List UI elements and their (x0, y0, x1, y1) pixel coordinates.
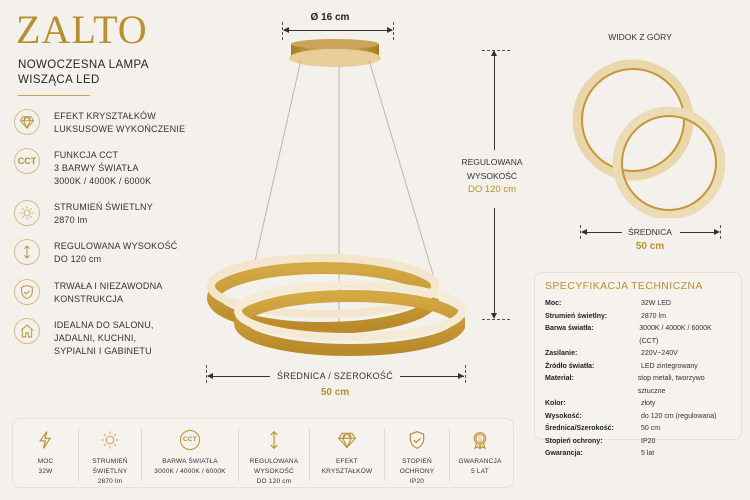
spec-panel: SPECYFIKACJA TECHNICZNA Moc:32W LED Stru… (534, 272, 742, 457)
shield-check-icon (14, 279, 40, 305)
cct-icon: CCT (142, 427, 238, 453)
spec-title: SPECYFIKACJA TECHNICZNA (545, 280, 703, 292)
bottom-item-height: REGULOWANA WYSOKOŚĆ DO 120 cm (239, 427, 309, 487)
height-value: DO 120 cm (467, 184, 517, 195)
height-dimension-line-bottom (494, 208, 495, 316)
bottom-item-luminous-flux: STRUMIEŃ ŚWIETLNY 2870 lm (79, 427, 141, 487)
dim-guide (580, 225, 581, 239)
spec-row: Moc:32W LED (545, 300, 671, 307)
dim-guide (465, 365, 466, 383)
height-label: REGULOWANA WYSOKOŚĆ DO 120 cm (452, 155, 532, 197)
spec-row: Źródło światła:LED zintegrowany (545, 362, 698, 370)
bottom-item-power: MOC 32W (13, 427, 78, 477)
canopy-dimension-line (284, 30, 392, 31)
top-width-line-right (680, 232, 718, 233)
dim-guide (720, 225, 721, 239)
brand-divider (18, 95, 90, 96)
subtitle-line-2: WISZĄCA LED (18, 74, 100, 86)
feature-luminous-flux: STRUMIEŃ ŚWIETLNY 2870 lm (14, 200, 153, 227)
divider (238, 429, 239, 481)
dim-guide (206, 365, 207, 383)
width-value: 50 cm (320, 387, 350, 398)
spec-row: Stopień ochrony:IP20 (545, 437, 656, 445)
canopy-diameter-label: Ø 16 cm (310, 12, 350, 23)
shield-check-icon (385, 427, 449, 453)
diamond-icon (310, 427, 384, 453)
subtitle-line-1: NOWOCZESNA LAMPA (18, 59, 149, 71)
bottom-item-light-color: CCT BARWA ŚWIATŁA 3000K / 4000K / 6000K (142, 427, 238, 477)
feature-crystal-effect: EFEKT KRYSZTAŁKÓW LUKSUSOWE WYKOŃCZENIE (14, 109, 185, 136)
divider (309, 429, 310, 481)
top-view-illustration (572, 59, 726, 218)
dim-guide (482, 319, 510, 320)
bottom-item-ip-rating: STOPIEŃ OCHRONY IP20 (385, 427, 449, 487)
house-icon (14, 318, 40, 344)
spec-row: Wysokość:do 120 cm (regulowana) (545, 412, 717, 420)
sun-icon (14, 200, 40, 226)
arrow-right-icon (387, 27, 393, 33)
cct-icon: CCT (14, 148, 40, 174)
spec-row: Zasilanie:220V~240V (545, 350, 678, 357)
divider (384, 429, 385, 481)
divider (78, 429, 79, 481)
arrow-left-icon (283, 27, 289, 33)
divider (449, 429, 450, 481)
top-view-title: WIDOK Z GÓRY (608, 32, 672, 42)
arrow-right-icon (714, 229, 720, 235)
feature-adjustable-height: REGULOWANA WYSOKOŚĆ DO 120 cm (14, 239, 178, 266)
top-width-line-left (582, 232, 622, 233)
arrow-left-icon (581, 229, 587, 235)
spec-row: Materiał:stop metali, tworzywo sztuczne (545, 375, 705, 395)
sun-icon (79, 427, 141, 453)
arrow-down-icon (491, 313, 497, 319)
height-dimension-line-top (494, 52, 495, 150)
arrow-right-icon (458, 373, 464, 379)
brand-title: ZALTO (16, 7, 148, 52)
spec-row: Kolor:złoty (545, 400, 656, 407)
diamond-icon (14, 109, 40, 135)
warranty-badge-icon: S (450, 427, 510, 453)
bottom-item-warranty: S GWARANCJA 5 LAT (450, 427, 510, 477)
bottom-feature-bar: MOC 32W STRUMIEŃ ŚWIETLNY 2870 lm CCT BA… (12, 418, 514, 488)
width-label: ŚREDNICA / SZEROKOŚĆ (270, 371, 400, 381)
dim-guide (393, 22, 394, 40)
feature-cct: CCT FUNKCJA CCT 3 BARWY ŚWIATŁA 3000K / … (14, 148, 151, 188)
spec-row: Średnica/Szerokość:50 cm (545, 425, 661, 432)
spec-row: Barwa światła:3000K / 4000K / 6000K (CCT… (545, 325, 712, 345)
svg-text:S: S (478, 436, 482, 442)
arrow-left-icon (207, 373, 213, 379)
top-view-diameter-value: 50 cm (635, 241, 665, 252)
feature-ideal-rooms: IDEALNA DO SALONU, JADALNI, KUCHNI, SYPI… (14, 318, 154, 358)
divider (141, 429, 142, 481)
brand-subtitle: NOWOCZESNA LAMPA WISZĄCA LED (18, 58, 149, 88)
top-view-diameter-label: ŚREDNICA (628, 227, 672, 237)
lamp-illustration (207, 39, 465, 356)
lightning-icon (13, 427, 78, 453)
vertical-arrows-icon (239, 427, 309, 453)
spec-row: Gwarancja:5 lat (545, 450, 655, 457)
spec-row: Strumień świetlny:2870 lm (545, 312, 666, 320)
arrow-up-icon (491, 50, 497, 56)
vertical-arrows-icon (14, 239, 40, 265)
bottom-item-crystal: EFEKT KRYSZTAŁKÓW (310, 427, 384, 477)
dim-guide (282, 22, 283, 40)
feature-durable-construction: TRWAŁA I NIEZAWODNA KONSTRUKCJA (14, 279, 162, 306)
